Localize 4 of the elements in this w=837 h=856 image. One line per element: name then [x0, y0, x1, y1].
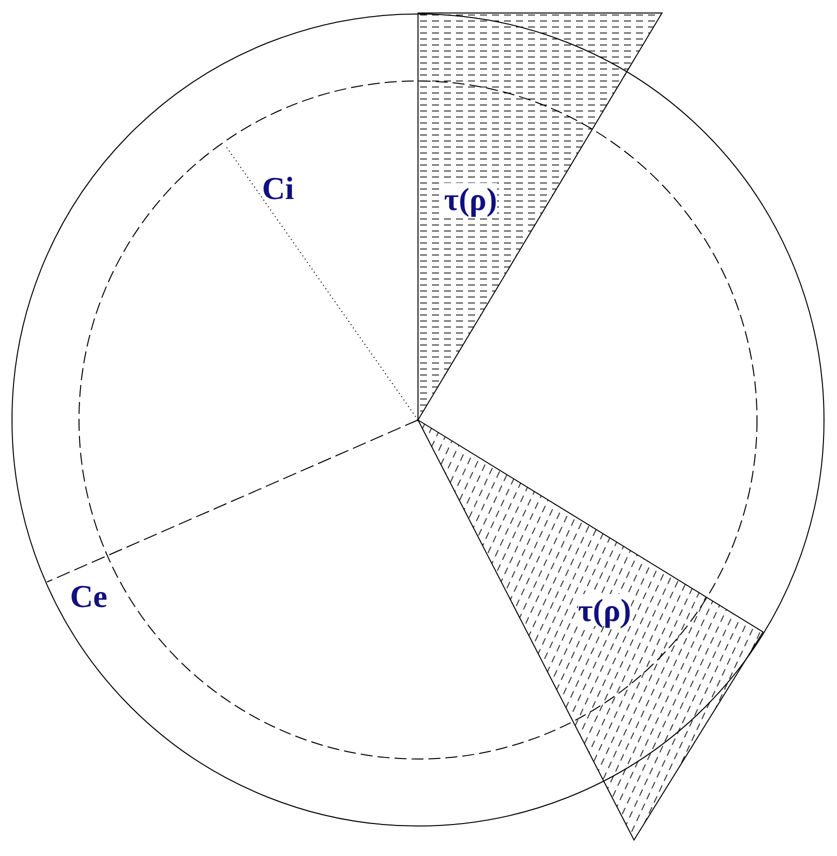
- region-label: Ci: [262, 172, 294, 204]
- region-label: Ce: [70, 580, 108, 612]
- region-label: τ(ρ): [444, 183, 498, 215]
- region-label: τ(ρ): [578, 594, 632, 626]
